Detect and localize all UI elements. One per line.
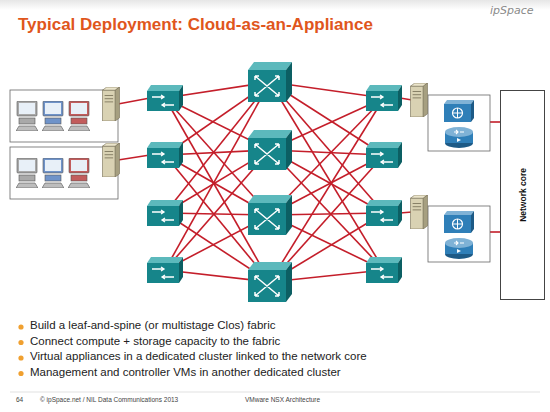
access-link <box>118 155 150 160</box>
access-link <box>118 98 150 104</box>
slide-title: Typical Deployment: Cloud-as-an-Applianc… <box>18 15 373 35</box>
slide-number: 64 <box>16 396 23 403</box>
core-link <box>490 231 500 233</box>
logo-text: ipSpace <box>490 4 534 17</box>
spine-switch <box>248 262 292 302</box>
bullet-text: Connect compute + storage capacity to th… <box>30 335 280 347</box>
top-band <box>0 0 550 10</box>
leaf-switch <box>366 142 402 168</box>
server-icon <box>103 143 120 177</box>
node-label: Network core <box>518 168 528 222</box>
leaf-switch <box>366 85 402 111</box>
fabric-link <box>165 98 270 282</box>
bullet-dot <box>18 355 23 360</box>
footer-text: VMware NSX Architecture <box>245 396 320 403</box>
compute-cluster <box>10 147 118 199</box>
fabric-link <box>270 98 384 282</box>
leaf-switch <box>147 200 183 226</box>
router-icon <box>445 127 473 148</box>
pc-icon <box>68 101 90 131</box>
server-icon <box>411 195 428 229</box>
copyright-text: © ipSpace.net / NIL Data Communications … <box>40 396 178 403</box>
compute-cluster <box>10 90 118 142</box>
leaf-switch <box>147 85 183 111</box>
leaf-switch <box>366 257 402 283</box>
fabric-link <box>165 82 270 270</box>
bullet-dot <box>18 324 23 329</box>
footer-rule <box>10 392 540 393</box>
router-icon <box>445 238 473 259</box>
pc-icon <box>16 158 38 188</box>
firewall-icon <box>444 100 474 122</box>
leaf-switch <box>147 142 183 168</box>
core-link <box>490 121 500 123</box>
pc-icon <box>42 158 64 188</box>
bullet-text: Build a leaf-and-spine (or multistage Cl… <box>30 319 275 331</box>
leaf-switch <box>147 257 183 283</box>
bullet-text: Virtual appliances in a dedicated cluste… <box>30 350 367 362</box>
spine-switch <box>248 130 292 170</box>
pc-icon <box>42 101 64 131</box>
server-icon <box>411 83 428 117</box>
pc-icon <box>16 101 38 131</box>
bullet-text: Management and controller VMs in another… <box>30 366 341 378</box>
leaf-switch <box>366 200 402 226</box>
fabric-links <box>118 82 500 282</box>
pc-icon <box>68 158 90 188</box>
firewall-icon <box>444 211 474 233</box>
appliance-cluster <box>428 206 490 262</box>
spine-switch <box>248 195 292 235</box>
spine-switch <box>248 62 292 102</box>
server-icon <box>103 87 120 121</box>
appliance-cluster <box>428 95 490 151</box>
bullet-dot <box>18 340 23 345</box>
bullet-dot <box>18 371 23 376</box>
network-core-box: Network core <box>500 90 545 300</box>
